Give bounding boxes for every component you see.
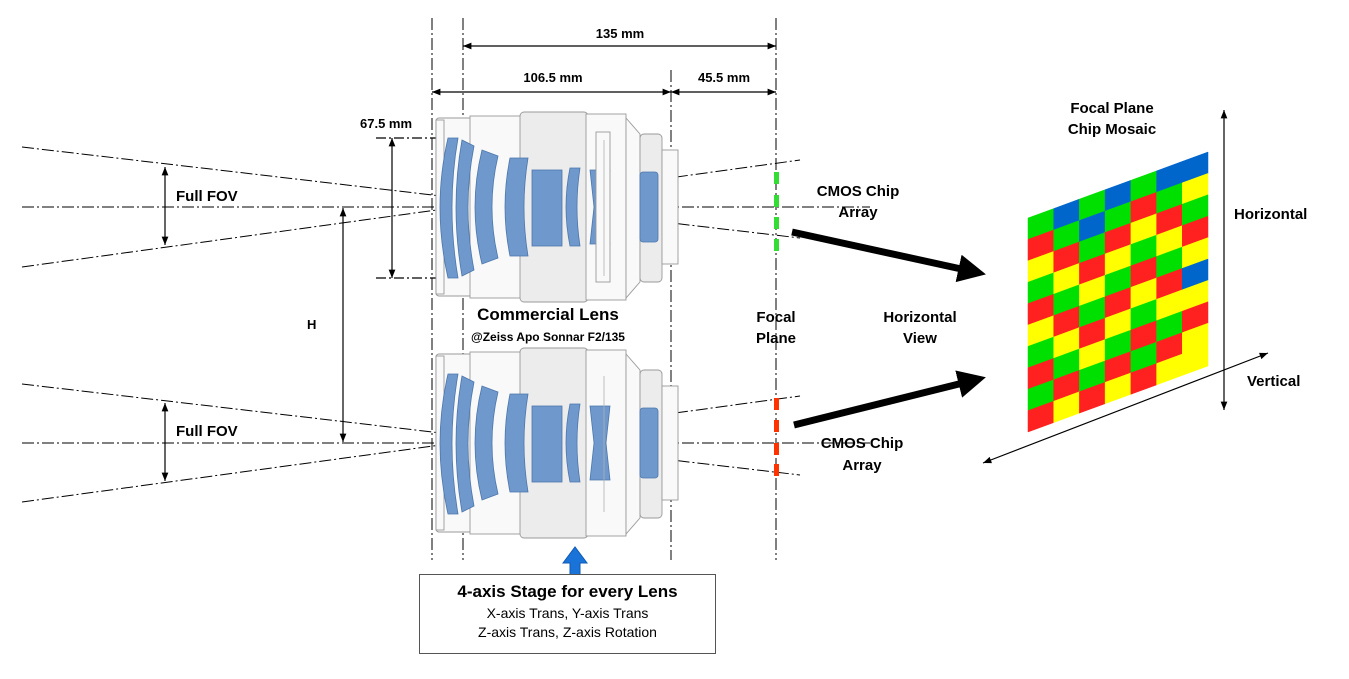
mosaic-axis-vertical-arrow	[982, 352, 1269, 464]
dim-label-back-focus: 45.5 mm	[698, 70, 750, 85]
chip-mosaic	[1027, 151, 1209, 433]
focal-plane-label-line1: Focal	[756, 309, 795, 326]
cmos-top-label-line2: Array	[838, 204, 878, 221]
stage-info-box: 4-axis Stage for every Lens X-axis Trans…	[419, 574, 716, 654]
big-arrow-top	[791, 228, 986, 283]
lens-name-label: Commercial Lens	[477, 305, 619, 324]
bottom-fov-ray-upper	[21, 383, 801, 476]
horizontal-view-label-line2: View	[903, 330, 937, 347]
top-lens	[21, 111, 870, 303]
full-fov-label-top: Full FOV	[176, 188, 238, 205]
dim-label-aperture: 67.5 mm	[360, 116, 412, 131]
big-arrow-bottom	[793, 370, 986, 429]
full-fov-label-bottom: Full FOV	[176, 423, 238, 440]
mosaic-axis-vertical-label: Vertical	[1247, 373, 1300, 390]
stage-line-1: X-axis Trans, Y-axis Trans	[486, 605, 649, 621]
cmos-bottom-label-line1: CMOS Chip	[821, 435, 904, 452]
focal-plane-label-line2: Plane	[756, 330, 796, 347]
dim-label-total: 135 mm	[596, 26, 644, 41]
horizontal-view-label-line1: Horizontal	[883, 309, 956, 326]
top-fov-ray-lower	[21, 159, 801, 268]
h-label: H	[307, 317, 316, 332]
cmos-top-label-line1: CMOS Chip	[817, 183, 900, 200]
stage-title: 4-axis Stage for every Lens	[457, 582, 678, 601]
top-fov-ray-upper	[21, 146, 801, 239]
mosaic-title-line2: Chip Mosaic	[1068, 121, 1156, 138]
dim-label-lens-length: 106.5 mm	[523, 70, 582, 85]
cmos-bottom-label-line2: Array	[842, 457, 882, 474]
focal-chips-bottom	[774, 398, 779, 476]
bottom-lens	[21, 347, 870, 539]
mosaic-axis-horizontal-label: Horizontal	[1234, 206, 1307, 223]
lens-model-label: @Zeiss Apo Sonnar F2/135	[471, 330, 625, 344]
focal-chips-top	[774, 172, 779, 251]
bottom-fov-ray-lower	[21, 395, 801, 503]
stage-up-arrow-icon	[562, 546, 588, 576]
mosaic-title-line1: Focal Plane	[1070, 100, 1153, 117]
stage-line-2: Z-axis Trans, Z-axis Rotation	[478, 624, 657, 640]
